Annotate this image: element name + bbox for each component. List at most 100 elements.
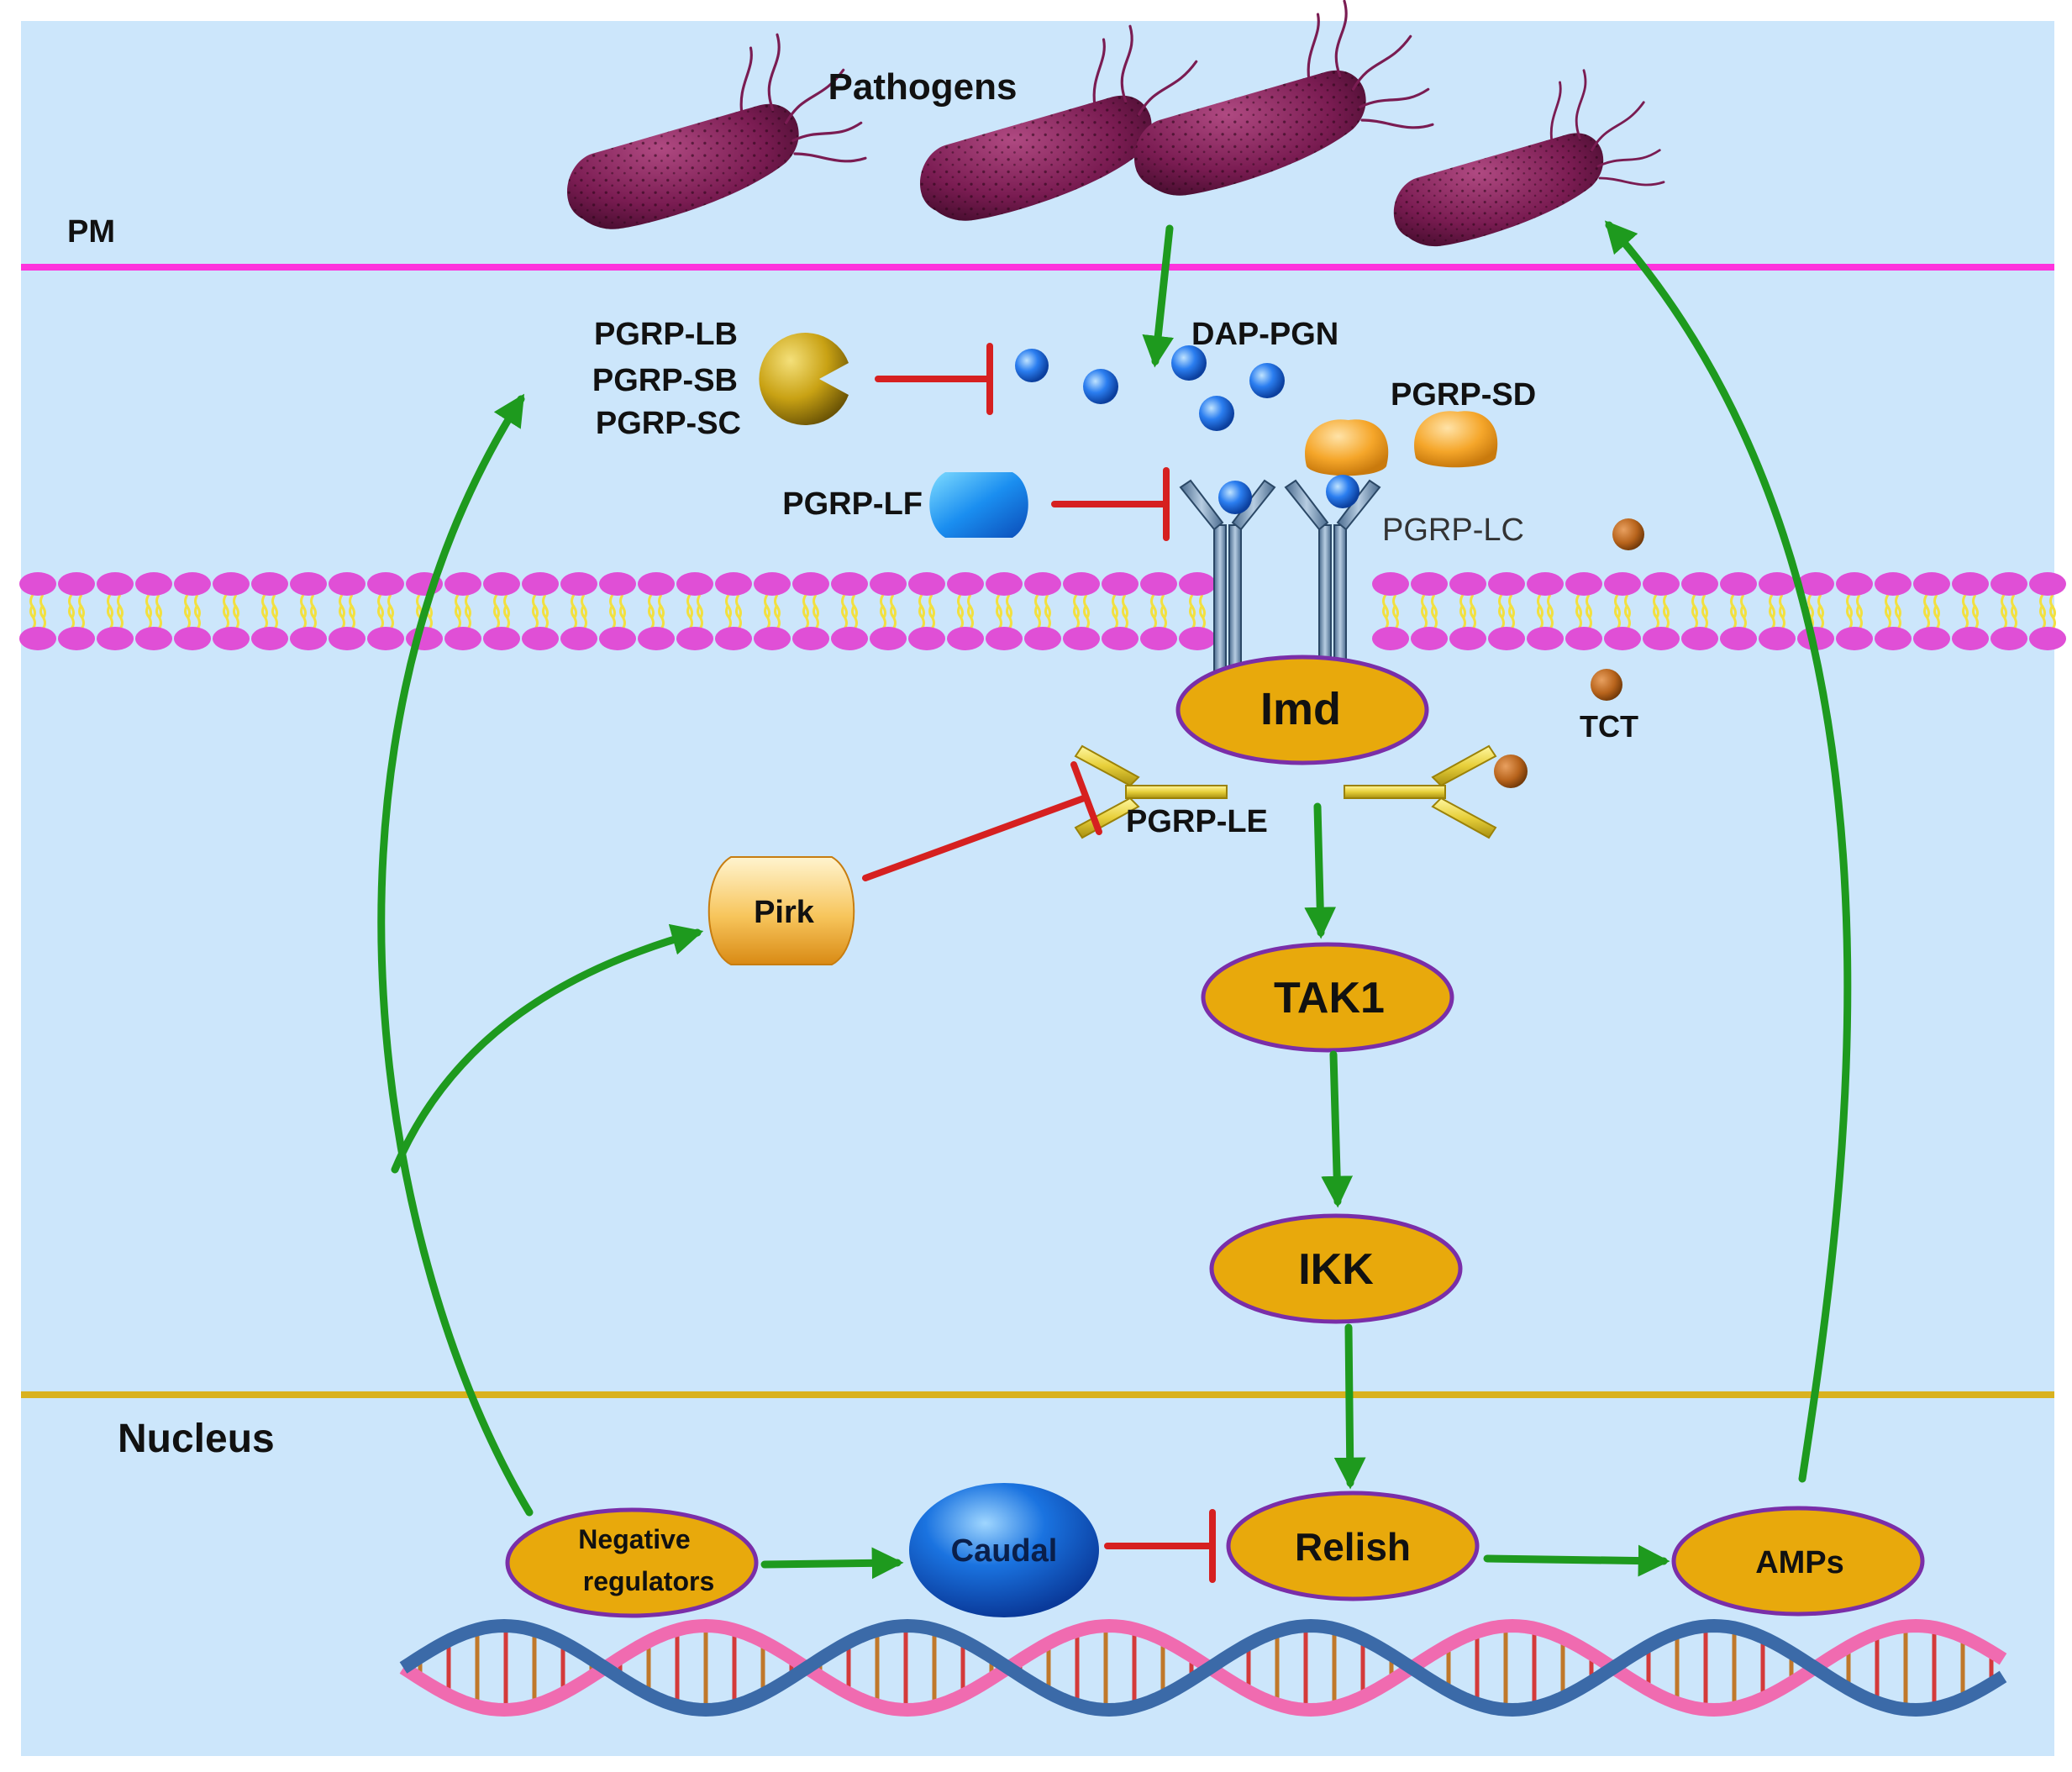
nucleus-label: Nucleus <box>118 1417 275 1461</box>
tct-ball <box>1494 755 1528 788</box>
lipid-tail <box>571 604 587 629</box>
lipid-head <box>599 627 636 650</box>
lipid-head <box>1449 627 1486 650</box>
lipid-head <box>1488 572 1525 596</box>
pgrp-sb-label: PGRP-SB <box>592 363 738 398</box>
lipid-head <box>1527 627 1564 650</box>
lipid-head <box>831 572 868 596</box>
lipid-tail <box>1730 604 1747 629</box>
lipid-tail <box>764 604 781 629</box>
lipid-tail <box>1537 604 1554 629</box>
lipid-head <box>367 572 404 596</box>
lipid-head <box>1875 627 1912 650</box>
pirk-protein-shape <box>707 856 855 965</box>
lipid-tail <box>1653 604 1670 629</box>
lipid-head <box>1720 627 1757 650</box>
lipid-head <box>1720 572 1757 596</box>
lipid-head <box>522 572 559 596</box>
pgrp-lf-protein-shape <box>929 472 1028 538</box>
arrow-ikk-to-relish <box>1333 1323 1366 1490</box>
tak1-label: TAK1 <box>1274 974 1385 1023</box>
lipid-head <box>483 572 520 596</box>
lipid-head <box>1179 572 1216 596</box>
lipid-head <box>1990 627 2027 650</box>
lipid-tail <box>1691 604 1708 629</box>
lipid-tail <box>1614 604 1631 629</box>
lipid-head <box>831 627 868 650</box>
imd-node <box>1175 655 1429 765</box>
lipid-head <box>1449 572 1486 596</box>
dap-pgn-ball <box>1218 481 1252 514</box>
lipid-head <box>2029 572 2066 596</box>
lipid-head <box>676 627 713 650</box>
tct-ball <box>1591 669 1622 701</box>
arrow-relish-to-amps <box>1483 1544 1670 1577</box>
dna-helix <box>399 1618 2007 1717</box>
lipid-tail <box>1769 604 1785 629</box>
arrow-negative-regulators-to-pgrp-lb <box>377 393 534 1517</box>
lipid-head <box>58 627 95 650</box>
dap-pgn-label: DAP-PGN <box>1191 317 1338 352</box>
lipid-head <box>251 572 288 596</box>
lipid-head <box>1565 572 1602 596</box>
lipid-head <box>1488 627 1525 650</box>
lipid-head <box>97 572 134 596</box>
lipid-head <box>1643 627 1680 650</box>
lipid-tail <box>880 604 897 629</box>
lipid-tail <box>1846 604 1863 629</box>
lipid-tail <box>29 604 46 629</box>
lipid-tail <box>261 604 278 629</box>
lipid-head <box>174 627 211 650</box>
tct-ball <box>1612 518 1644 550</box>
lipid-head <box>1643 572 1680 596</box>
lipid-head <box>1372 627 1409 650</box>
pgrp-lb-protein-shape <box>759 332 849 425</box>
lipid-head <box>1024 627 1061 650</box>
lipid-tail <box>2001 604 2017 629</box>
lipid-head <box>1063 627 1100 650</box>
lipid-tail <box>609 604 626 629</box>
lipid-tail <box>918 604 935 629</box>
lipid-head <box>1565 627 1602 650</box>
pgrp-lc-receptor <box>1284 479 1381 677</box>
lipid-tail <box>1112 604 1128 629</box>
lipid-head <box>522 627 559 650</box>
lipid-head <box>367 627 404 650</box>
lipid-tail <box>68 604 85 629</box>
pgrp-sc-label: PGRP-SC <box>596 406 741 441</box>
inhibition-caudal-to-relish <box>1104 1509 1216 1583</box>
amps-node <box>1671 1506 1925 1617</box>
lipid-tail <box>2039 604 2056 629</box>
lipid-head <box>19 627 56 650</box>
dap-pgn-ball <box>1171 345 1207 381</box>
lipid-tail <box>1923 604 1940 629</box>
lipid-head <box>754 572 791 596</box>
lipid-tail <box>1575 604 1592 629</box>
lipid-head <box>2029 627 2066 650</box>
lipid-head <box>1952 572 1989 596</box>
lipid-tail <box>1498 604 1515 629</box>
amps-label: AMPs <box>1755 1545 1844 1580</box>
pirk-label: Pirk <box>754 895 815 930</box>
lipid-head <box>1604 572 1641 596</box>
lipid-tail <box>223 604 239 629</box>
lipid-head <box>638 572 675 596</box>
lipid-tail <box>841 604 858 629</box>
lipid-tail <box>300 604 317 629</box>
lipid-tail <box>377 604 394 629</box>
lipid-head <box>174 572 211 596</box>
lipid-head <box>947 627 984 650</box>
dap-pgn-ball <box>1083 369 1118 404</box>
tct-label: TCT <box>1580 709 1638 744</box>
dna-strand-pink <box>399 1618 2007 1717</box>
lipid-head <box>1140 627 1177 650</box>
pgrp-lc-receptor <box>1179 479 1276 677</box>
lipid-head <box>1913 572 1950 596</box>
arrow-tak1-to-ikk <box>1321 1050 1354 1208</box>
lipid-head <box>1179 627 1216 650</box>
lipid-tail <box>532 604 549 629</box>
lipid-tail <box>1034 604 1051 629</box>
negative-regulators-node <box>505 1507 759 1618</box>
caudal-node <box>909 1483 1099 1617</box>
